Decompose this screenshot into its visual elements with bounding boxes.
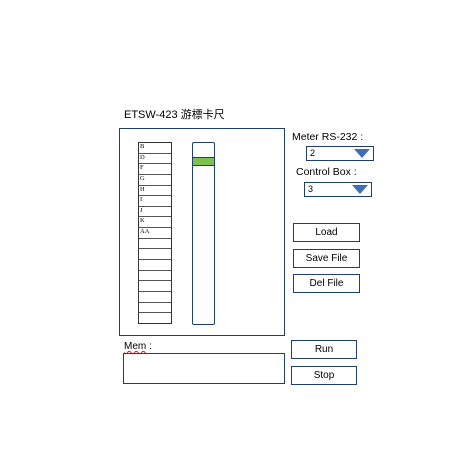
mem-label: Mem : <box>124 341 152 352</box>
label-table-row <box>139 281 171 292</box>
label-table-row: H <box>139 186 171 197</box>
stop-button[interactable]: Stop <box>291 366 357 385</box>
label-table-row <box>139 313 171 323</box>
meter-rs232-value: 2 <box>310 148 316 158</box>
label-table-row: F <box>139 164 171 175</box>
label-table-row: G <box>139 175 171 186</box>
main-panel <box>119 128 285 336</box>
label-table-row <box>139 239 171 250</box>
control-box-select[interactable]: 3 <box>304 182 372 197</box>
load-button[interactable]: Load <box>293 223 360 242</box>
chevron-down-icon[interactable] <box>354 149 370 158</box>
label-table-row: J <box>139 207 171 218</box>
mem-label-suffix: : <box>146 341 152 352</box>
chevron-down-icon[interactable] <box>352 185 368 194</box>
slider-thumb[interactable] <box>193 157 214 166</box>
app-title: ETSW-423 游標卡尺 <box>124 109 225 121</box>
save-file-button[interactable]: Save File <box>293 249 360 268</box>
control-box-label: Control Box : <box>296 166 357 178</box>
meter-rs232-label: Meter RS-232 : <box>292 131 364 143</box>
label-table-row: D <box>139 154 171 165</box>
label-table-row: AA <box>139 228 171 239</box>
label-table-row <box>139 271 171 282</box>
label-table-row: K <box>139 217 171 229</box>
label-table-row: B <box>139 143 171 154</box>
label-table-row <box>139 303 171 314</box>
mem-label-word: Mem <box>124 341 147 352</box>
label-table-row <box>139 260 171 271</box>
label-table-row: I <box>139 196 171 207</box>
vertical-slider-track[interactable] <box>192 142 215 325</box>
control-box-value: 3 <box>308 184 314 194</box>
meter-rs232-select[interactable]: 2 <box>306 146 374 161</box>
label-table-row <box>139 249 171 261</box>
run-button[interactable]: Run <box>291 340 357 359</box>
del-file-button[interactable]: Del File <box>293 274 360 293</box>
mem-field[interactable] <box>123 353 285 384</box>
label-table-row <box>139 292 171 303</box>
